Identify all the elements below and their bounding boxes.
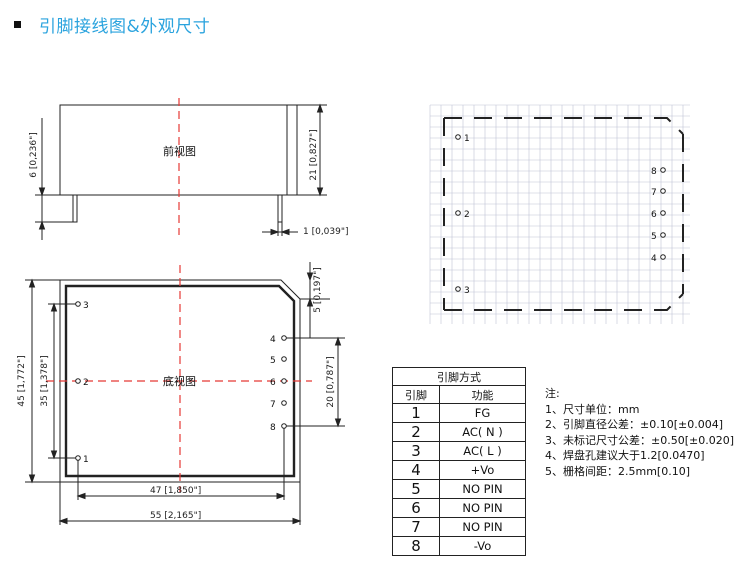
- bottom-dim-width-inner: 47 [1,850"]: [150, 486, 201, 496]
- pin-cell: 8: [392, 536, 440, 556]
- bottom-pin-label-5: 5: [270, 356, 276, 366]
- bottom-pin-1: [75, 455, 81, 461]
- bottom-pin-7: [281, 400, 287, 406]
- front-view: [35, 103, 327, 240]
- front-pin-right: [277, 194, 283, 223]
- bottom-dim-height-outer: 45 [1,772"]: [17, 355, 27, 406]
- bottom-view-label: 底视图: [163, 374, 196, 388]
- grid-pin-label-8: 8: [651, 167, 657, 177]
- grid-pin-label-6: 6: [651, 210, 657, 220]
- pin-cell: 1: [392, 403, 440, 423]
- pin-cell: 6: [392, 498, 440, 518]
- grid-outline-top: [444, 117, 684, 135]
- grid-pin-label-4: 4: [651, 254, 657, 264]
- bottom-dim-height-inner: 35 [1,378"]: [40, 355, 50, 406]
- func-cell: NO PIN: [439, 517, 526, 537]
- func-cell: NO PIN: [439, 498, 526, 518]
- bottom-dim-width-outer: 55 [2,165"]: [150, 511, 201, 521]
- grid-pin-2: [455, 210, 461, 216]
- bottom-pins: [75, 301, 287, 461]
- grid-pin-3: [455, 286, 461, 292]
- section-title: 引脚接线图&外观尺寸: [39, 16, 211, 37]
- bottom-pin-2: [75, 378, 81, 384]
- grid-pin-4: [660, 254, 666, 260]
- note-item: 1、尺寸单位：mm: [545, 402, 640, 416]
- func-cell: FG: [439, 403, 526, 423]
- grid-pin-7: [660, 188, 666, 194]
- bottom-dim-top-offset: 5 [0,197"]: [313, 267, 323, 313]
- front-dim-height-left: 6 [0,236"]: [29, 132, 39, 178]
- grid-pin-label-2: 2: [464, 210, 470, 220]
- func-cell: AC( N ): [439, 422, 526, 442]
- grid-pin-8: [660, 167, 666, 173]
- notes-title: 注:: [545, 387, 560, 400]
- bottom-pin-label-2: 2: [83, 378, 89, 388]
- grid-pin-1: [455, 134, 461, 140]
- pin-cell: 7: [392, 517, 440, 537]
- grid-pin-6: [660, 210, 666, 216]
- note-item: 5、栅格间距：2.5mm[0.10]: [545, 464, 690, 478]
- bottom-pin-8: [281, 423, 287, 429]
- table-row: 8-Vo: [392, 536, 526, 556]
- front-dim-height-right: 21 [0,827"]: [309, 129, 319, 180]
- bottom-pin-6: [281, 378, 287, 384]
- grid-pin-label-1: 1: [464, 134, 470, 144]
- front-view-label: 前视图: [163, 144, 196, 158]
- bottom-pin-label-1: 1: [83, 455, 89, 465]
- note-item: 4、焊盘孔建议大于1.2[0.0470]: [545, 449, 705, 463]
- bullet-square-icon: [14, 20, 21, 28]
- grid-pin-label-3: 3: [464, 286, 470, 296]
- pin-cell: 5: [392, 479, 440, 499]
- front-pin-left: [72, 194, 78, 223]
- func-cell: AC( L ): [439, 441, 526, 461]
- bottom-dim-right-pitch: 20 [0,787"]: [326, 356, 336, 407]
- grid-pin-label-7: 7: [651, 188, 657, 198]
- bottom-pin-label-7: 7: [270, 400, 276, 410]
- bottom-pin-5: [281, 356, 287, 362]
- bottom-pin-label-4: 4: [270, 335, 276, 345]
- pin-table-title: 引脚方式: [392, 367, 526, 386]
- notes: 注: 1、尺寸单位：mm 2、引脚直径公差：±0.10[±0.004] 3、未标…: [545, 386, 734, 480]
- func-cell: +Vo: [439, 460, 526, 480]
- pin-cell: 3: [392, 441, 440, 461]
- grid-outline: [443, 117, 684, 311]
- func-cell: -Vo: [439, 536, 526, 556]
- pin-cell: 2: [392, 422, 440, 442]
- table-row: 4+Vo: [392, 460, 526, 480]
- grid-outline-bottom: [444, 293, 684, 311]
- note-item: 2、引脚直径公差：±0.10[±0.004]: [545, 418, 723, 432]
- func-cell: NO PIN: [439, 479, 526, 499]
- bottom-pin-label-8: 8: [270, 423, 276, 433]
- front-dim-pin-width: 1 [0,039"]: [303, 227, 349, 237]
- bottom-view: [25, 262, 345, 525]
- bottom-pin-3: [75, 301, 81, 307]
- pin-table-header-pin: 引脚: [392, 385, 440, 404]
- bottom-view-outline: [59, 279, 301, 483]
- bottom-pin-4: [281, 335, 287, 341]
- grid-pins: [455, 134, 666, 292]
- bottom-pin-label-3: 3: [83, 301, 89, 311]
- grid-pin-5: [660, 232, 666, 238]
- pin-table-header-func: 功能: [439, 385, 526, 404]
- grid-background: [429, 104, 690, 324]
- bottom-view-inner-outline: [64, 284, 296, 478]
- section-header: 引脚接线图&外观尺寸: [12, 12, 211, 37]
- bottom-pin-label-6: 6: [270, 378, 276, 388]
- grid-pin-label-5: 5: [651, 232, 657, 242]
- note-item: 3、未标记尺寸公差：±0.50[±0.020]: [545, 433, 734, 447]
- pin-cell: 4: [392, 460, 440, 480]
